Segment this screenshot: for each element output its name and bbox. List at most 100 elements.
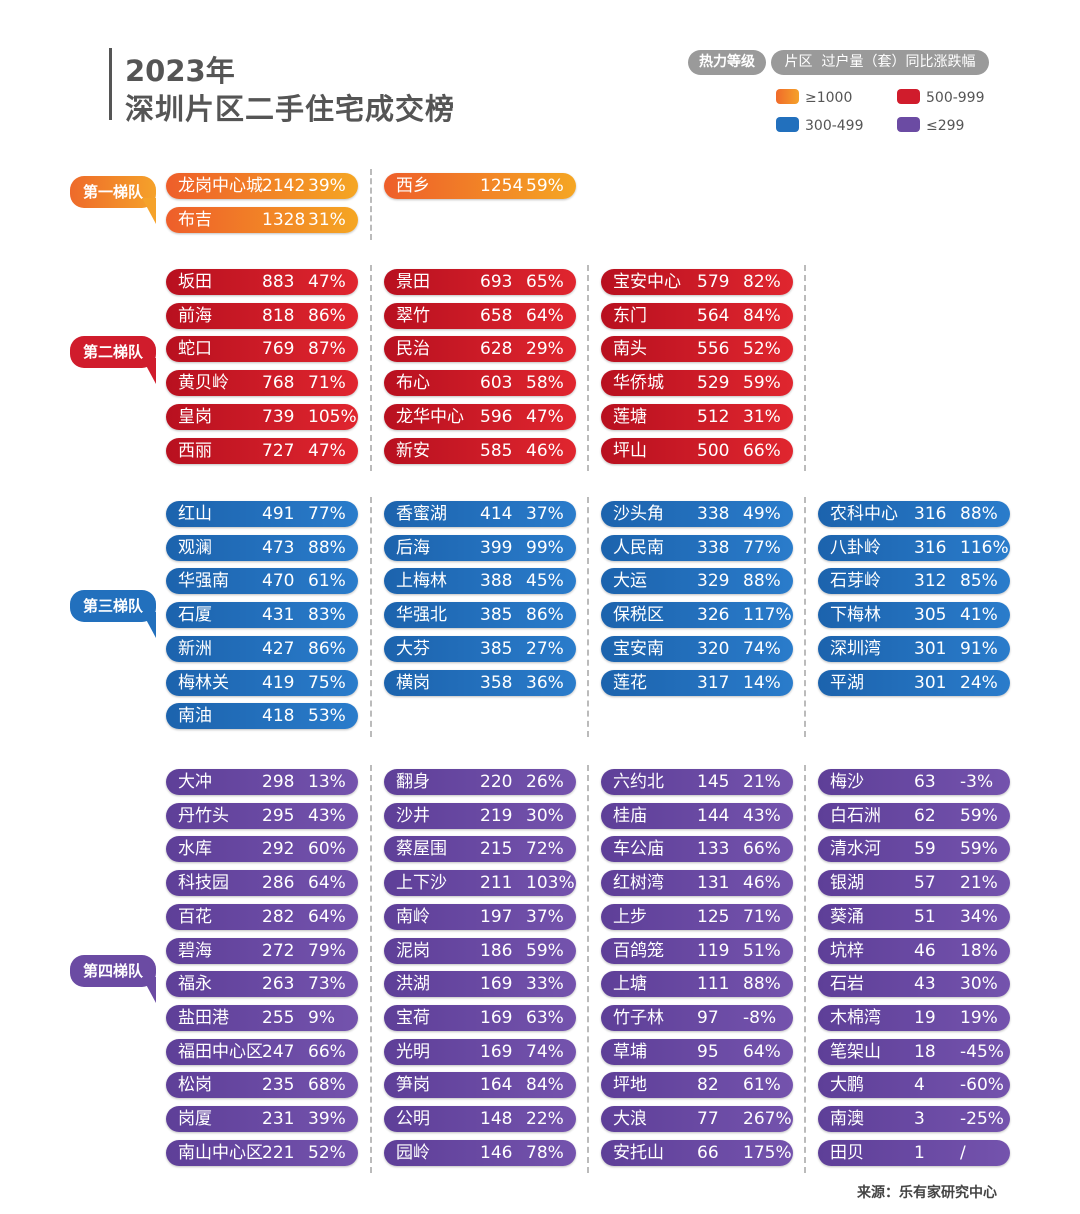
transfer-count: 77: [697, 1109, 719, 1129]
yoy-change: 64%: [743, 1041, 781, 1062]
yoy-change: 85%: [960, 571, 998, 592]
yoy-change: 22%: [526, 1109, 564, 1129]
district-name: 保税区: [613, 605, 664, 626]
district-name: 田贝: [830, 1142, 864, 1163]
column-divider: [587, 265, 589, 472]
yoy-change: 71%: [743, 906, 781, 927]
district-name: 布吉: [178, 209, 212, 230]
yoy-change: 52%: [743, 339, 781, 360]
transfer-count: 419: [262, 672, 295, 693]
transfer-count: 585: [480, 440, 513, 461]
transfer-count: 1254: [480, 176, 524, 196]
district-name: 前海: [178, 305, 212, 326]
legend-label: ≥1000: [805, 90, 853, 106]
transfer-count: 295: [262, 805, 295, 826]
yoy-change: 117%: [743, 605, 792, 626]
transfer-count: 556: [697, 339, 730, 360]
district-name: 安托山: [613, 1142, 664, 1163]
page-title: 深圳片区二手住宅成交榜: [125, 92, 456, 126]
district-name: 新安: [396, 440, 430, 461]
transfer-count: 326: [697, 605, 730, 626]
district-name: 桂庙: [613, 805, 647, 826]
transfer-count: 119: [697, 940, 730, 961]
title-accent-line: [109, 48, 112, 120]
district-name: 光明: [396, 1041, 430, 1062]
district-name: 石岩: [830, 974, 864, 995]
yoy-change: 77%: [308, 504, 346, 524]
yoy-change: 88%: [308, 537, 346, 558]
transfer-count: 316: [914, 537, 947, 558]
district-name: 民治: [396, 339, 430, 360]
transfer-count: 146: [480, 1142, 513, 1163]
tier-label: 第三梯队: [70, 590, 156, 638]
yoy-change: 63%: [526, 1007, 564, 1028]
district-name: 华强北: [396, 605, 447, 626]
yoy-change: 91%: [960, 638, 998, 659]
transfer-count: 286: [262, 873, 295, 894]
transfer-count: 211: [480, 873, 513, 894]
transfer-count: 512: [697, 406, 730, 427]
legend-swatch: [897, 89, 920, 104]
district-name: 莲花: [613, 672, 647, 693]
yoy-change: 37%: [526, 906, 564, 927]
transfer-count: 579: [697, 272, 730, 292]
column-divider: [370, 497, 372, 737]
yoy-change: 14%: [743, 672, 781, 693]
transfer-count: 131: [697, 873, 730, 894]
yoy-change: 27%: [526, 638, 564, 659]
transfer-count: 292: [262, 839, 295, 860]
district-name: 坪地: [613, 1075, 647, 1096]
district-name: 福永: [178, 974, 212, 995]
transfer-count: 62: [914, 805, 936, 826]
transfer-count: 603: [480, 373, 513, 394]
transfer-count: 312: [914, 571, 947, 592]
yoy-change: 37%: [526, 504, 564, 524]
yoy-change: 73%: [308, 974, 346, 995]
transfer-count: 320: [697, 638, 730, 659]
district-name: 新洲: [178, 638, 212, 659]
district-name: 观澜: [178, 537, 212, 558]
column-divider: [587, 765, 589, 1174]
yoy-change: 71%: [308, 373, 346, 394]
district-name: 洪湖: [396, 974, 430, 995]
district-name: 公明: [396, 1109, 430, 1129]
legend-item-lte299: ≤299: [897, 117, 964, 134]
yoy-change: 59%: [526, 176, 564, 196]
transfer-count: 473: [262, 537, 295, 558]
transfer-count: 385: [480, 638, 513, 659]
transfer-count: 57: [914, 873, 936, 894]
yoy-change: 84%: [743, 305, 781, 326]
yoy-change: 59%: [743, 373, 781, 394]
yoy-change: 75%: [308, 672, 346, 693]
district-name: 上下沙: [396, 873, 447, 894]
district-name: 大鹏: [830, 1075, 864, 1096]
yoy-change: 21%: [743, 772, 781, 792]
column-divider: [804, 765, 806, 1174]
district-name: 丹竹头: [178, 805, 229, 826]
transfer-count: 272: [262, 940, 295, 961]
yoy-change: 53%: [308, 706, 346, 727]
yoy-change: 36%: [526, 672, 564, 693]
yoy-change: -45%: [960, 1041, 1004, 1062]
